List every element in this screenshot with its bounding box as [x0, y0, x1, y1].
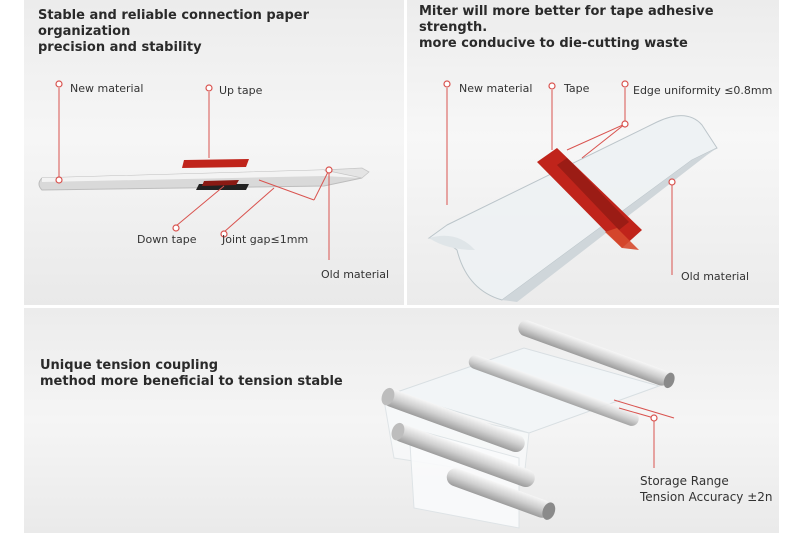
tension-heading: Unique tension coupling method more bene…: [40, 358, 343, 390]
miter-heading: Miter will more better for tape adhesive…: [419, 4, 779, 52]
miter-material-sheet: [427, 115, 718, 302]
splice-panel: Stable and reliable connection paper org…: [24, 0, 404, 305]
tension-callout-lines: [613, 399, 675, 468]
miter-heading-line1: Miter will more better for tape adhesive…: [419, 4, 714, 35]
label-tension-accuracy: Tension Accuracy ±2n: [640, 490, 773, 504]
splice-callout-lines: [58, 88, 330, 260]
label-new-material: New material: [459, 82, 533, 95]
miter-callout-lines: [446, 88, 673, 275]
label-old-material: Old material: [681, 270, 750, 283]
miter-panel: Miter will more better for tape adhesive…: [407, 0, 779, 305]
label-down-tape: Down tape: [137, 233, 197, 246]
splice-heading-line2: precision and stability: [38, 40, 202, 55]
splice-illustration: [38, 80, 370, 260]
label-new-material: New material: [70, 82, 144, 95]
splice-callout-dots: [55, 80, 333, 238]
label-joint-gap: Joint gap≤1mm: [222, 233, 309, 246]
miter-tape: [537, 148, 642, 250]
tension-panel: Unique tension coupling method more bene…: [24, 308, 779, 533]
tension-heading-line2: method more beneficial to tension stable: [40, 374, 343, 389]
miter-callout-dots: [443, 80, 676, 186]
miter-illustration: [427, 80, 718, 302]
tension-callout-dots: [650, 414, 658, 422]
splice-heading-line1: Stable and reliable connection paper org…: [38, 8, 309, 39]
label-storage-range: Storage Range: [640, 474, 729, 488]
tension-illustration: [381, 320, 675, 529]
label-old-material: Old material: [321, 268, 390, 281]
miter-heading-line2: more conducive to die-cutting waste: [419, 36, 688, 51]
splice-material-strip: [38, 167, 370, 191]
tension-rollers: [381, 320, 675, 520]
tension-heading-line1: Unique tension coupling: [40, 358, 219, 373]
splice-heading: Stable and reliable connection paper org…: [38, 8, 404, 56]
label-tape: Tape: [564, 82, 590, 95]
label-edge-uniformity: Edge uniformity ≤0.8mm: [633, 84, 773, 97]
label-up-tape: Up tape: [219, 84, 263, 97]
